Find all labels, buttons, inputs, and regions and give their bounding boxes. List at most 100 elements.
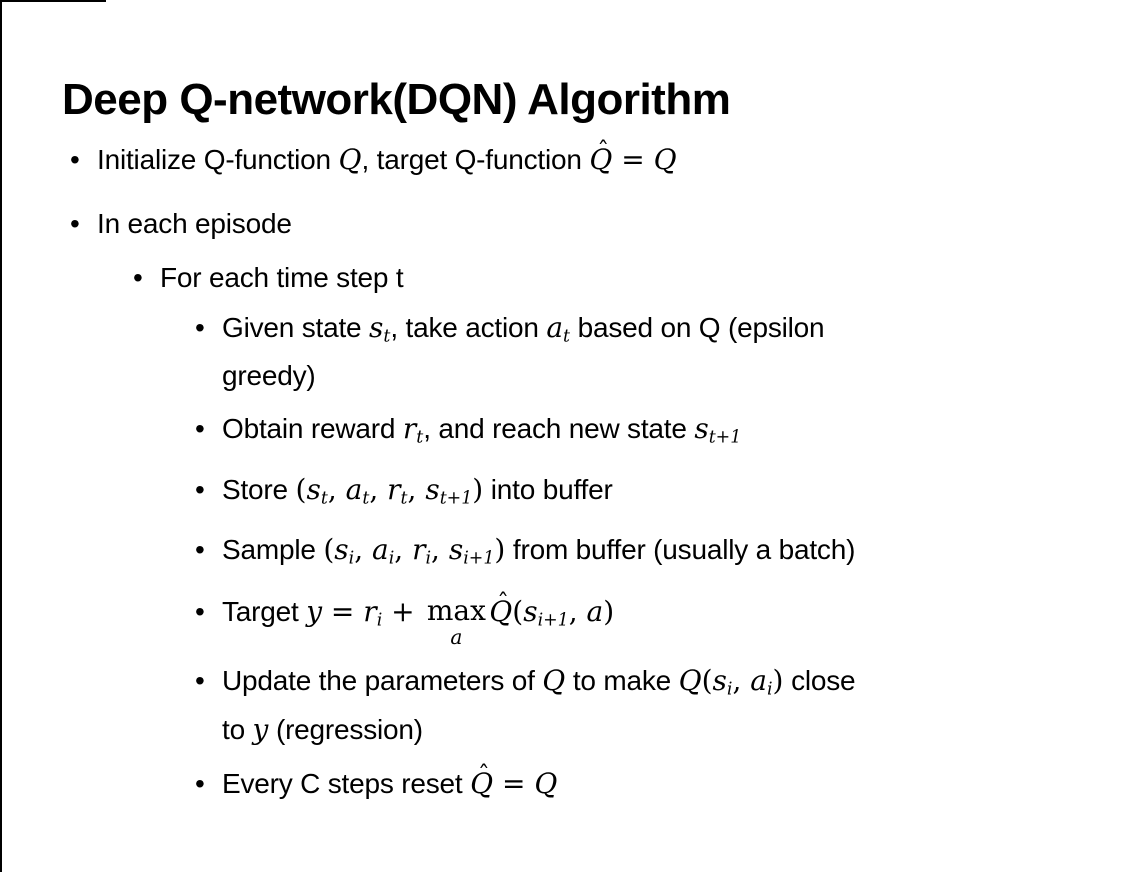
math-segment: r bbox=[387, 472, 401, 506]
text-segment: , take action bbox=[390, 312, 547, 343]
max-subscript-variable: a bbox=[450, 625, 463, 650]
bullet-marker: • bbox=[195, 596, 205, 628]
math-segment: a bbox=[546, 311, 564, 344]
math-segment: = bbox=[493, 766, 535, 800]
math-subscript: t bbox=[362, 487, 370, 508]
math-segment: ) bbox=[772, 664, 784, 698]
math-subscript: t bbox=[563, 326, 571, 347]
window-top-border bbox=[0, 0, 106, 2]
text-segment: , target Q-function bbox=[361, 144, 590, 175]
bullet-item-update: • Update the parameters of Q to make Q(s… bbox=[62, 661, 1082, 749]
math-segment: a bbox=[345, 472, 363, 506]
text-segment: , and reach new state bbox=[423, 413, 695, 445]
math-segment: s bbox=[523, 595, 538, 629]
text-segment: based on Q (epsilon bbox=[570, 312, 825, 343]
math-segment: Q bbox=[653, 143, 677, 176]
text-segment: into buffer bbox=[483, 473, 613, 505]
math-segment: s bbox=[712, 664, 727, 698]
text-segment: Given state bbox=[222, 312, 370, 343]
text-segment: greedy) bbox=[222, 360, 316, 392]
line-obtain-reward: Obtain reward rt, and reach new state st… bbox=[222, 409, 1082, 457]
math-segment: ) bbox=[494, 532, 506, 566]
bullet-item-sample: • Sample (si, ai, ri, si+1) from buffer … bbox=[62, 530, 1082, 578]
math-subscript: i bbox=[726, 679, 733, 700]
line-update: Update the parameters of Q to make Q(si,… bbox=[222, 661, 1082, 749]
bullet-marker: • bbox=[70, 208, 80, 239]
hat-base-variable: Q bbox=[489, 595, 513, 629]
math-segment: Q bbox=[338, 143, 362, 176]
math-segment: , bbox=[568, 595, 587, 629]
bullet-item-in-each-episode: • In each episode bbox=[62, 204, 1082, 244]
math-segment: , bbox=[407, 472, 426, 506]
hat-accent: ˆ bbox=[477, 760, 490, 789]
math-segment: s bbox=[306, 472, 321, 506]
text-segment: from buffer (usually a batch) bbox=[505, 533, 856, 565]
math-segment: , bbox=[369, 472, 388, 506]
math-segment: = bbox=[612, 143, 654, 176]
bullet-item-store: • Store (st, at, rt, st+1) into buffer bbox=[62, 470, 1082, 518]
math-segment: s bbox=[334, 532, 349, 566]
line-for-each-time-step: For each time step t bbox=[160, 258, 1082, 298]
math-subscript: t bbox=[383, 326, 391, 347]
math-subscript: i bbox=[388, 548, 395, 569]
math-segment: ) bbox=[603, 595, 615, 629]
text-segment: to make bbox=[565, 665, 679, 697]
bullet-item-for-each-time-step: • For each time step t bbox=[62, 258, 1082, 298]
math-subscript: i bbox=[425, 548, 432, 569]
math-subscript: t bbox=[400, 487, 408, 508]
math-segment: , bbox=[732, 664, 751, 698]
math-segment: = bbox=[322, 595, 364, 629]
slide-body: • Initialize Q-function Q, target Q-func… bbox=[62, 137, 1082, 804]
bullet-marker: • bbox=[195, 767, 205, 799]
text-segment: For each time step t bbox=[160, 262, 404, 293]
bullet-marker: • bbox=[195, 312, 205, 343]
math-segment: Q bbox=[678, 664, 702, 698]
math-segment: , bbox=[327, 472, 346, 506]
math-segment: ( bbox=[295, 472, 307, 506]
line-given-state: Given state st, take action at based on … bbox=[222, 308, 1082, 396]
text-segment: Initialize Q-function bbox=[97, 144, 339, 175]
math-segment: r bbox=[363, 595, 377, 629]
text-segment: Store bbox=[222, 473, 296, 505]
math-segment: , bbox=[354, 532, 373, 566]
math-segment: r bbox=[412, 532, 426, 566]
max-operator: max bbox=[426, 594, 486, 628]
math-segment: y bbox=[252, 712, 269, 746]
math-subscript: i bbox=[348, 548, 355, 569]
math-segment: ( bbox=[512, 595, 524, 629]
math-subscript: t bbox=[320, 487, 328, 508]
bullet-item-given-state: • Given state st, take action at based o… bbox=[62, 308, 1082, 396]
hat-accent: ˆ bbox=[597, 136, 610, 165]
text-segment: Update the parameters of bbox=[222, 665, 543, 697]
math-segment: + bbox=[382, 595, 424, 629]
math-segment: ( bbox=[701, 664, 713, 698]
bullet-marker: • bbox=[133, 262, 143, 293]
bullet-marker: • bbox=[195, 665, 205, 697]
math-segment: r bbox=[402, 412, 417, 446]
line-store: Store (st, at, rt, st+1) into buffer bbox=[222, 470, 1082, 518]
math-segment: ( bbox=[323, 532, 335, 566]
math-segment: a bbox=[372, 532, 389, 566]
math-segment: s bbox=[448, 532, 464, 566]
page-title: Deep Q-network(DQN) Algorithm bbox=[62, 75, 731, 125]
math-segment: , bbox=[431, 532, 449, 566]
text-segment: Every C steps reset bbox=[222, 767, 471, 799]
math-subscript: i+1 bbox=[537, 610, 569, 631]
math-segment: a bbox=[586, 595, 604, 629]
text-segment: Obtain reward bbox=[222, 413, 403, 445]
hat-accent: ˆ bbox=[497, 589, 510, 618]
math-segment: ) bbox=[472, 472, 484, 506]
math-subscript: t+1 bbox=[439, 487, 473, 508]
math-segment: s bbox=[694, 412, 709, 446]
bullet-marker: • bbox=[70, 144, 80, 175]
text-segment: Sample bbox=[222, 533, 324, 565]
hat-base-variable: Q bbox=[589, 143, 613, 176]
line-in-each-episode: In each episode bbox=[97, 204, 1082, 244]
line-initialize: Initialize Q-function Q, target Q-functi… bbox=[97, 137, 1082, 180]
